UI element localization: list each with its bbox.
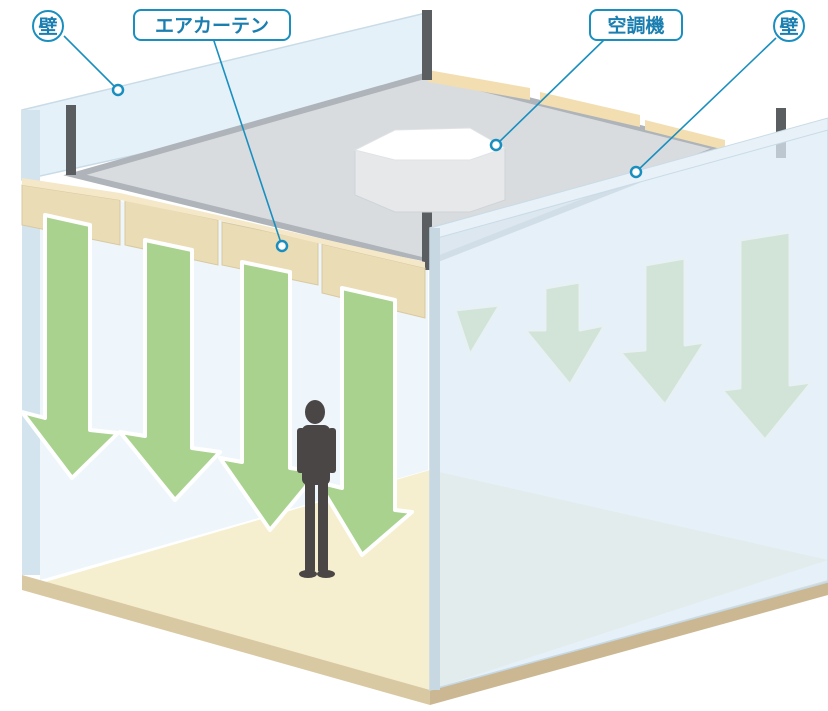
label-wall-left-text: 壁 [38, 15, 57, 38]
curtain-unit-4 [321, 243, 426, 319]
faded-airflow-arrows [453, 230, 814, 442]
leader-air-conditioner [495, 37, 607, 146]
label-air-curtain: エアカーテン [133, 9, 291, 41]
dot-wall-right [629, 165, 643, 179]
person-silhouette-icon [297, 400, 336, 578]
right-glass-wall [429, 117, 828, 691]
leader-wall-left [63, 35, 119, 91]
label-air-curtain-text: エアカーテン [155, 15, 269, 37]
floor-edge-right [430, 580, 828, 705]
down-arrow-icon [720, 230, 814, 442]
label-wall-right-text: 壁 [779, 15, 798, 38]
floor-edge [22, 575, 430, 705]
dot-wall-left [111, 83, 125, 97]
down-arrow-icon [523, 280, 607, 387]
down-arrow-icon [316, 286, 414, 557]
label-air-conditioner-text: 空調機 [607, 14, 664, 37]
label-wall-right: 壁 [773, 10, 805, 42]
ceiling-beam-back-2 [540, 92, 640, 127]
down-arrow-icon [20, 213, 120, 480]
down-arrow-icon [218, 260, 320, 532]
label-wall-left: 壁 [32, 10, 64, 42]
dot-air-curtain [275, 239, 289, 253]
leader-air-curtain [212, 37, 283, 247]
post-center [422, 205, 432, 270]
air-conditioner-unit [353, 127, 507, 213]
down-arrow-icon [453, 303, 502, 357]
airflow-arrows [20, 213, 414, 557]
leader-dots [111, 83, 643, 253]
down-arrow-icon [618, 256, 707, 407]
down-arrow-icon [118, 238, 222, 502]
leader-lines [63, 35, 777, 247]
dot-air-conditioner [489, 138, 503, 152]
post-left [66, 105, 76, 175]
label-air-conditioner: 空調機 [589, 9, 683, 41]
ceiling-beam-back-3 [645, 120, 725, 150]
post-back [422, 10, 432, 80]
leader-wall-right [635, 37, 777, 173]
ceiling-beam-back [428, 70, 530, 100]
